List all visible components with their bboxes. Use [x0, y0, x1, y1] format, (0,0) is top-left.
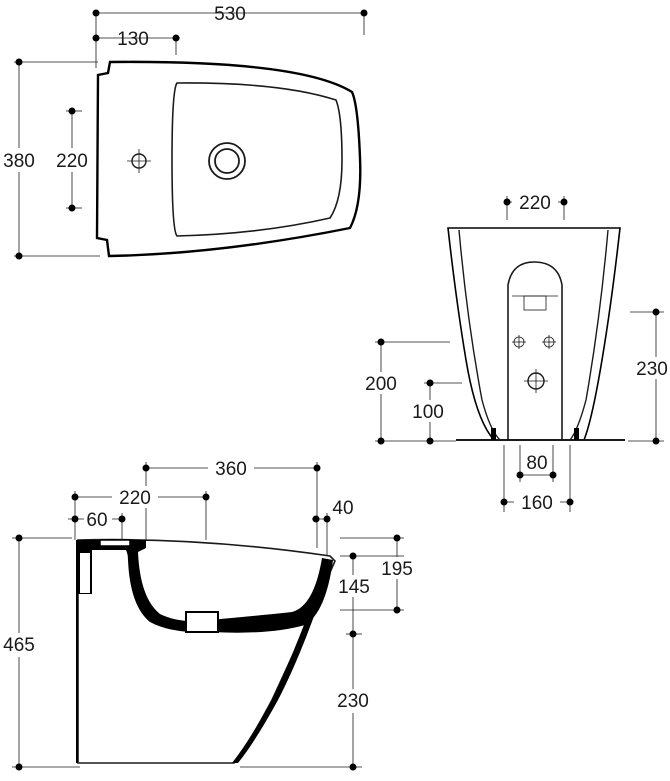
- dim-220-side: 220: [119, 488, 151, 509]
- dim-380: 380: [3, 151, 35, 172]
- dim-160: 160: [521, 493, 553, 514]
- dim-220-rear: 220: [519, 193, 551, 214]
- dim-145: 145: [338, 577, 370, 598]
- tap-hole-icon: [127, 149, 151, 173]
- fixing-hole-icon: [542, 335, 556, 349]
- rear-view: 220 200 100 230 80 160: [362, 190, 670, 514]
- side-view-section: [76, 540, 333, 763]
- top-view-bowl: [171, 82, 343, 237]
- dim-40: 40: [332, 498, 353, 519]
- dim-465: 465: [3, 635, 35, 656]
- dim-130: 130: [117, 29, 149, 50]
- dim-195: 195: [381, 559, 413, 580]
- dim-530: 530: [214, 4, 246, 25]
- top-view-outline: [95, 60, 362, 258]
- dim-60: 60: [86, 510, 107, 531]
- top-view: 530 130 380 220: [0, 4, 368, 260]
- dim-200: 200: [365, 374, 397, 395]
- side-view: 360 220 60 40 145 195: [0, 457, 418, 771]
- dim-100: 100: [412, 402, 444, 423]
- dim-360: 360: [215, 459, 247, 480]
- dim-230-rear: 230: [636, 359, 668, 380]
- dim-230-side: 230: [337, 691, 369, 712]
- dim-220-top: 220: [56, 151, 88, 172]
- fixing-hole-icon: [512, 335, 526, 349]
- waste-outlet-icon: [524, 369, 548, 393]
- dim-80: 80: [526, 453, 547, 474]
- rear-view-recess: [507, 261, 563, 440]
- drain-icon: [208, 142, 246, 180]
- rear-view-outline: [447, 227, 621, 441]
